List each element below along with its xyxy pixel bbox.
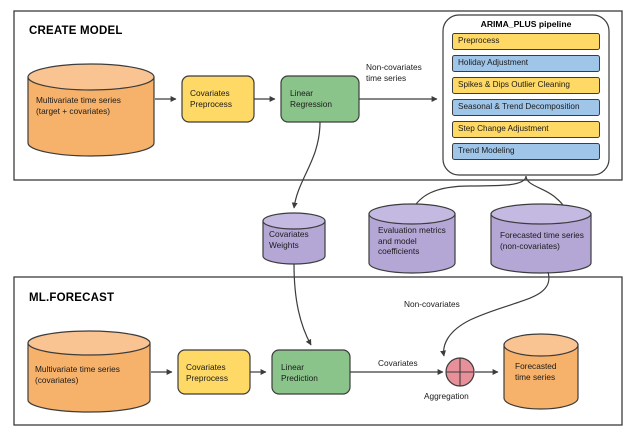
pipeline-step-step-change-adjustment[interactable]: Step Change Adjustment (452, 121, 600, 138)
edge-covariates-weights-to-linear-prediction (293, 263, 312, 346)
aggregation-node (445, 357, 475, 387)
pipeline-step-preprocess[interactable]: Preprocess (452, 33, 600, 50)
create-model-panel-title: CREATE MODEL (29, 25, 123, 37)
create-model-panel (13, 10, 623, 181)
covariates-preprocess-box-train (181, 75, 255, 123)
source-database-cylinder-forecast (27, 330, 151, 413)
edge-regression-to-covariates-weights (291, 121, 321, 209)
covariates-preprocess-box-forecast (177, 349, 251, 395)
arima-plus-pipeline-title: ARIMA_PLUS pipeline (480, 19, 572, 29)
ml-forecast-panel (13, 276, 623, 426)
edge-label-non-covariates-time-series: Non-covariates time series (366, 62, 422, 83)
edge-forecasted-non-covariates-to-aggregation (440, 271, 550, 357)
edge-pipeline-to-evaluation-metrics (411, 175, 527, 211)
linear-regression-box (280, 75, 360, 123)
edge-label-non-covariates: Non-covariates (404, 299, 460, 309)
ml-forecast-panel-title: ML.FORECAST (29, 292, 115, 304)
pipeline-step-spikes-dips-outlier-cleaning[interactable]: Spikes & Dips Outlier Cleaning (452, 77, 600, 94)
forecasted-output-cylinder (503, 333, 579, 410)
source-database-cylinder-train (27, 63, 155, 157)
evaluation-metrics-cylinder (368, 203, 456, 274)
pipeline-step-holiday-adjustment[interactable]: Holiday Adjustment (452, 55, 600, 72)
edge-label-covariates: Covariates (378, 358, 418, 368)
aggregation-label: Aggregation (424, 391, 469, 401)
pipeline-step-seasonal-trend-decomposition[interactable]: Seasonal & Trend Decomposition (452, 99, 600, 116)
pipeline-step-trend-modeling[interactable]: Trend Modeling (452, 143, 600, 160)
forecasted-non-covariates-cylinder (490, 203, 592, 274)
linear-prediction-box (271, 349, 351, 395)
covariates-weights-cylinder (262, 212, 326, 265)
